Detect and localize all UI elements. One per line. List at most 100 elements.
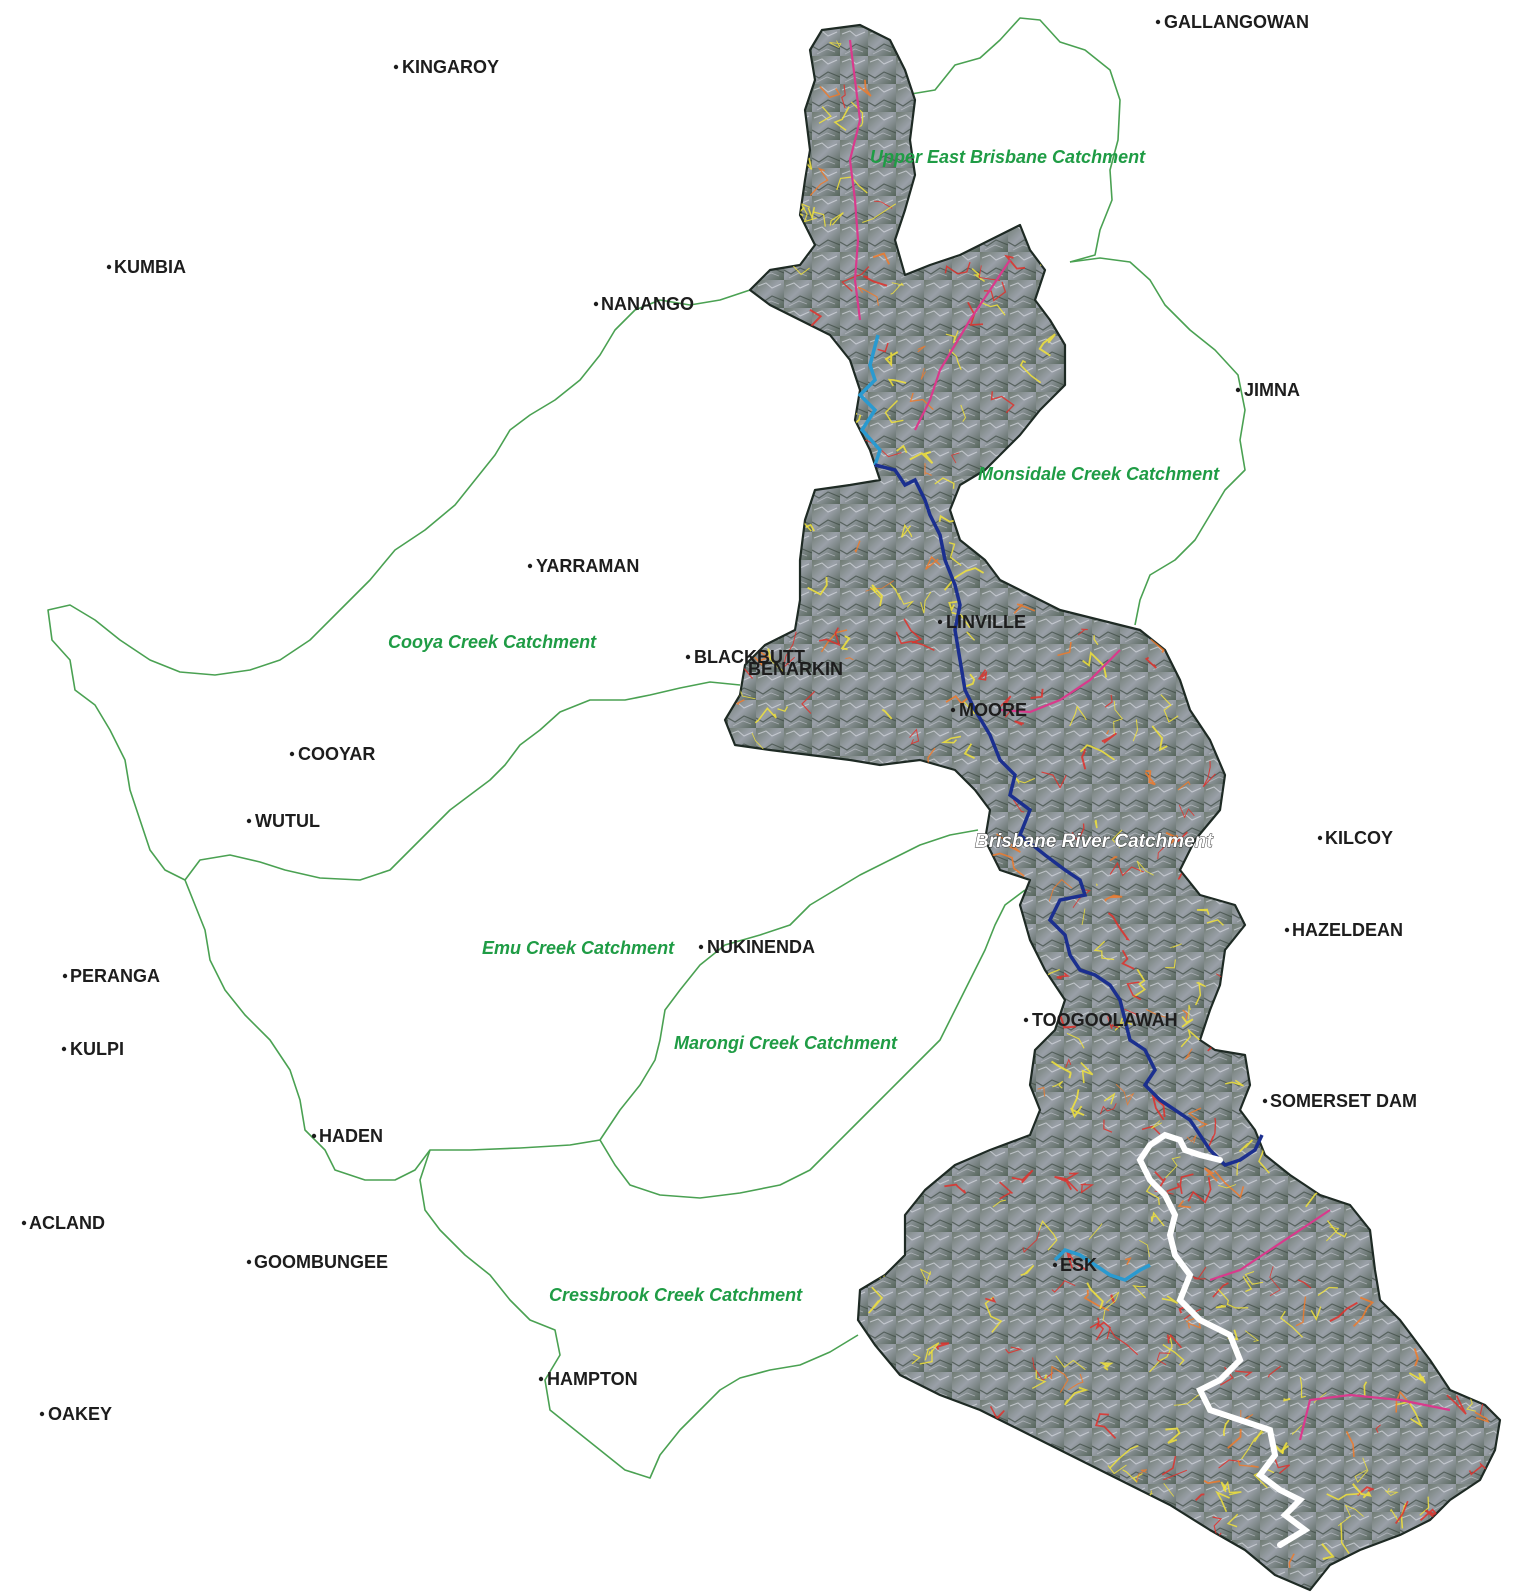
stream-segment (1274, 1458, 1291, 1474)
catchment-boundaries (47, 17, 1246, 1479)
wivenhoe-dam-arm (1136, 1131, 1311, 1548)
stream-segment (1317, 1286, 1338, 1297)
stream-segment (1206, 919, 1224, 926)
stream-segment (1103, 1092, 1116, 1105)
stream-segment (1056, 972, 1070, 980)
stream-segment (917, 345, 926, 353)
stream-segment (903, 618, 923, 644)
stream-segment (991, 852, 1025, 877)
boundary-upper-east-brisbane (904, 17, 1121, 263)
stream-segment (889, 583, 901, 601)
stream-segment (1094, 819, 1098, 829)
stream-segment (1126, 981, 1142, 1001)
stream-segment (963, 743, 975, 760)
stream-segment (1081, 748, 1087, 770)
stream-segment (1161, 1295, 1179, 1305)
stream-segment (1185, 1316, 1202, 1329)
brisbane-river-upper-cyan (857, 334, 882, 466)
stream-segment (874, 200, 893, 209)
stream-segment (1115, 1083, 1135, 1106)
town-label: WUTUL (255, 811, 320, 831)
town-linville: LINVILLE (937, 612, 1026, 632)
stream-segment (900, 523, 913, 538)
stream-segment (1107, 1016, 1119, 1029)
stream-segment (1182, 1009, 1188, 1020)
stream-segment (754, 707, 777, 724)
stream-segment (1177, 780, 1191, 791)
stream-segment (1069, 705, 1087, 727)
stream-segment (944, 1183, 967, 1194)
stream-segment (1071, 823, 1085, 843)
stream-segment (865, 580, 895, 592)
town-label: HADEN (319, 1126, 383, 1146)
stream-segment (1218, 1459, 1242, 1469)
town-label: BLACKBUTT (694, 647, 805, 667)
town-esk: ESK (1052, 1255, 1097, 1275)
stream-segment (925, 555, 941, 570)
stream-segment (945, 330, 959, 344)
stream-segment (818, 627, 841, 647)
town-label: YARRAMAN (536, 556, 639, 576)
town-peranga: PERANGA (62, 966, 160, 986)
stream-segment (777, 706, 789, 712)
stream-segment (895, 631, 935, 651)
catchment-label-emu: Emu Creek Catchment (482, 938, 675, 958)
stream-segment (1057, 641, 1072, 657)
stream-segment (1077, 628, 1088, 636)
stream-trunk (914, 259, 1011, 431)
stream-segment (818, 106, 832, 124)
stream-segment (950, 452, 960, 464)
stream-segment (1299, 1377, 1306, 1399)
stream-segment (1037, 1086, 1046, 1097)
stream-segment (1150, 1120, 1162, 1129)
stream-segment (820, 629, 848, 653)
town-hazeldean: HAZELDEAN (1284, 920, 1403, 940)
stream-segment (1173, 1394, 1200, 1406)
stream-segment (1104, 894, 1123, 902)
stream-segment (1065, 1058, 1072, 1068)
stream-segment (1102, 1291, 1120, 1321)
stream-segment (799, 202, 817, 223)
stream-segment (841, 84, 846, 109)
town-yarraman: YARRAMAN (527, 556, 639, 576)
stream-segment (1039, 248, 1058, 266)
stream-segment (1144, 770, 1156, 786)
stream-segment (1166, 1182, 1181, 1193)
stream-segment (979, 301, 1006, 316)
town-label: KINGAROY (402, 57, 499, 77)
stream-segment (992, 1199, 1007, 1208)
town-label: KILCOY (1325, 828, 1393, 848)
town-label: COOYAR (298, 744, 375, 764)
stream-segment (999, 1181, 1014, 1200)
stream-segment (809, 167, 829, 196)
town-label: KUMBIA (114, 257, 186, 277)
stream-segment (1192, 1266, 1207, 1280)
stream-segment (1154, 1171, 1167, 1191)
stream-segment (1179, 1173, 1194, 1195)
main-river (857, 334, 1311, 1548)
stream-segment (898, 593, 915, 608)
stream-segment (1082, 651, 1108, 678)
stream-segment (1326, 1226, 1340, 1242)
town-label: SOMERSET DAM (1270, 1091, 1417, 1111)
stream-segment (1202, 760, 1216, 788)
stream-segment (1162, 1344, 1185, 1366)
stream-segment (1468, 1461, 1489, 1476)
boundary-cooya-north (47, 289, 751, 881)
stream-segment (829, 40, 842, 48)
stream-segment (1258, 1147, 1270, 1174)
stream-segment (1222, 1419, 1230, 1436)
stream-segment (754, 649, 770, 666)
stream-segment (872, 252, 891, 265)
stream-segment (1170, 943, 1182, 948)
catchment-label-brisbane-river: Brisbane River Catchment (975, 831, 1213, 852)
town-haden: HADEN (311, 1126, 383, 1146)
stream-segment (1088, 1223, 1103, 1240)
stream-segment (1280, 1310, 1304, 1338)
stream-segment (1100, 1103, 1117, 1115)
stream-segment (1011, 1169, 1034, 1184)
boundary-emu (184, 829, 979, 1181)
stream-segment (1150, 1211, 1165, 1227)
stream-segment (1093, 635, 1099, 646)
catchment-label-cressbrook: Cressbrook Creek Catchment (549, 1285, 803, 1305)
